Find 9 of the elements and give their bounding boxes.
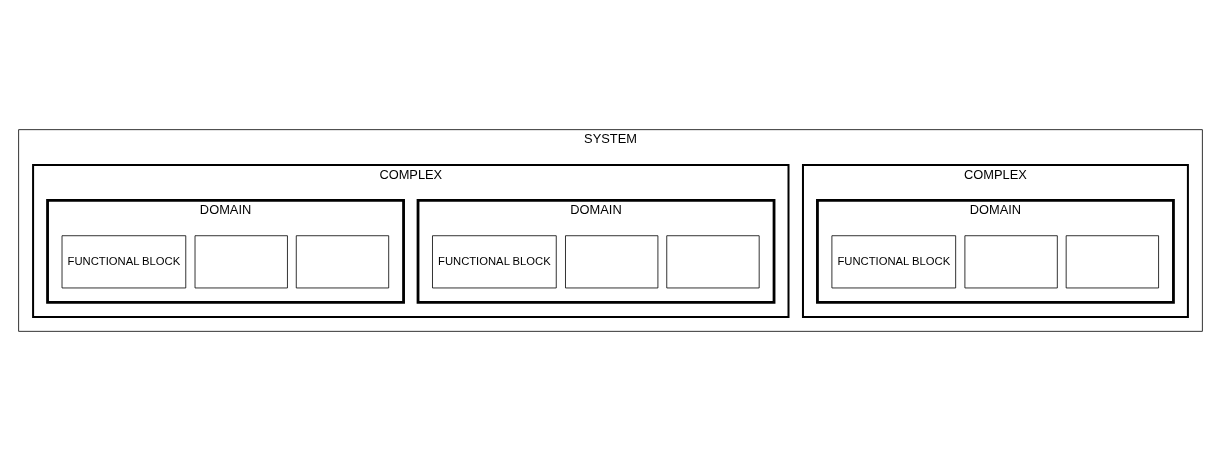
node-box: FUNCTIONAL BLOCK <box>61 235 187 289</box>
node-box <box>565 235 659 289</box>
node-box <box>1065 235 1159 289</box>
node-box: FUNCTIONAL BLOCK <box>831 235 957 289</box>
node-box <box>964 235 1058 289</box>
node-box: FUNCTIONAL BLOCK <box>432 235 557 289</box>
node-box <box>194 235 288 289</box>
node-box <box>295 235 390 289</box>
node-box <box>666 235 760 289</box>
